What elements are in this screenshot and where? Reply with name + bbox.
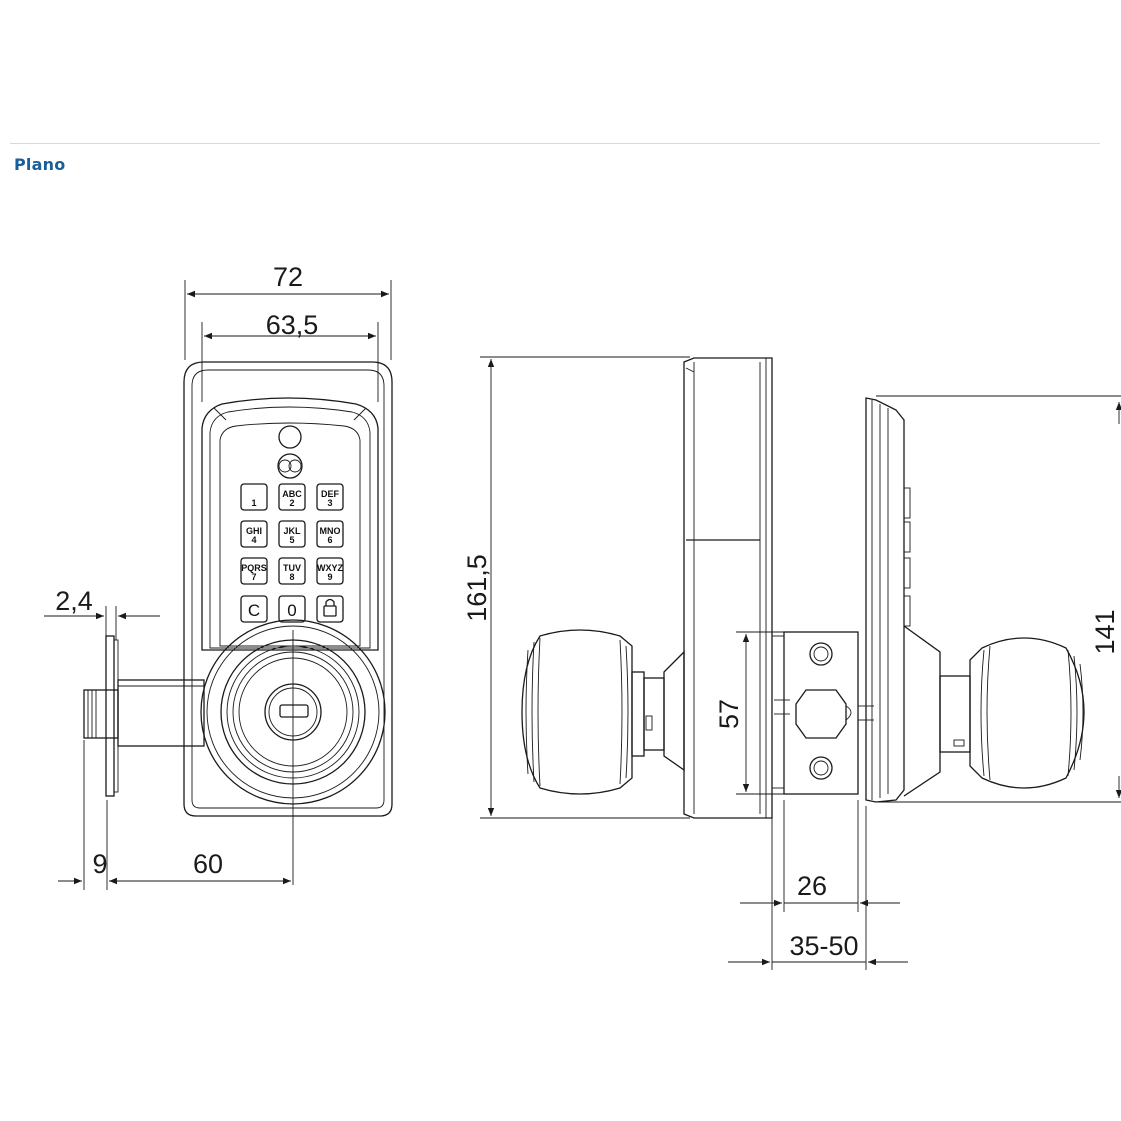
dim-latch-face: 26 [797,871,827,901]
front-dimensions: 72 63,5 2,4 9 60 [44,262,392,890]
key-6-letters: MNO [320,526,341,536]
side-knob-left [521,629,685,795]
key-8-digit: 8 [289,572,294,582]
keypad: ABC DEF GHI JKL MNO PQRS TUV WXYZ 1 2 3 … [240,483,344,623]
dim-height-right: 141 [1090,609,1120,654]
side-knob-right [939,637,1085,789]
key-5[interactable] [278,520,306,548]
key-2-letters: ABC [282,489,302,499]
key-5-letters: JKL [283,526,301,536]
key-3[interactable] [316,483,344,511]
keyhole-icon [279,704,309,718]
key-3-digit: 3 [327,498,332,508]
key-1[interactable] [240,483,268,511]
padlock-icon [323,598,337,617]
sensor-icon [278,425,302,449]
dim-backset-left: 9 [92,849,107,879]
front-view: ABC DEF GHI JKL MNO PQRS TUV WXYZ 1 2 3 … [83,361,393,885]
key-6[interactable] [316,520,344,548]
section-title: Plano [14,155,66,174]
key-7[interactable] [240,557,268,585]
key-9-letters: WXYZ [317,563,344,573]
key-7-digit: 7 [251,572,256,582]
dim-backset-center: 60 [193,849,223,879]
key-1-digit: 1 [251,498,256,508]
key-c[interactable] [240,595,268,623]
key-2-digit: 2 [289,498,294,508]
key-lock[interactable] [316,595,344,623]
key-5-digit: 5 [289,535,294,545]
key-0-label: 0 [287,601,296,620]
side-view: 161,5 [462,356,1121,970]
key-0[interactable] [278,595,306,623]
dim-width-outer: 72 [273,262,303,292]
key-4-letters: GHI [246,526,262,536]
key-8[interactable] [278,557,306,585]
dim-latch-spacing: 57 [714,699,744,729]
dim-height-total: 161,5 [462,554,492,622]
key-9-digit: 9 [327,572,332,582]
key-2[interactable] [278,483,306,511]
key-c-label: C [248,601,260,620]
dim-door-thickness: 35-50 [789,931,858,961]
key-8-letters: TUV [283,563,301,573]
key-6-digit: 6 [327,535,332,545]
brand-logo-icon [277,453,303,479]
key-3-letters: DEF [321,489,340,499]
key-9[interactable] [316,557,344,585]
header-divider [10,143,1100,144]
key-4[interactable] [240,520,268,548]
side-latch [83,635,205,797]
latch-plate [772,631,874,795]
key-4-digit: 4 [251,535,256,545]
dim-plate-thickness: 2,4 [55,586,93,616]
dim-width-inner: 63,5 [266,310,319,340]
key-7-letters: PQRS [241,563,267,573]
